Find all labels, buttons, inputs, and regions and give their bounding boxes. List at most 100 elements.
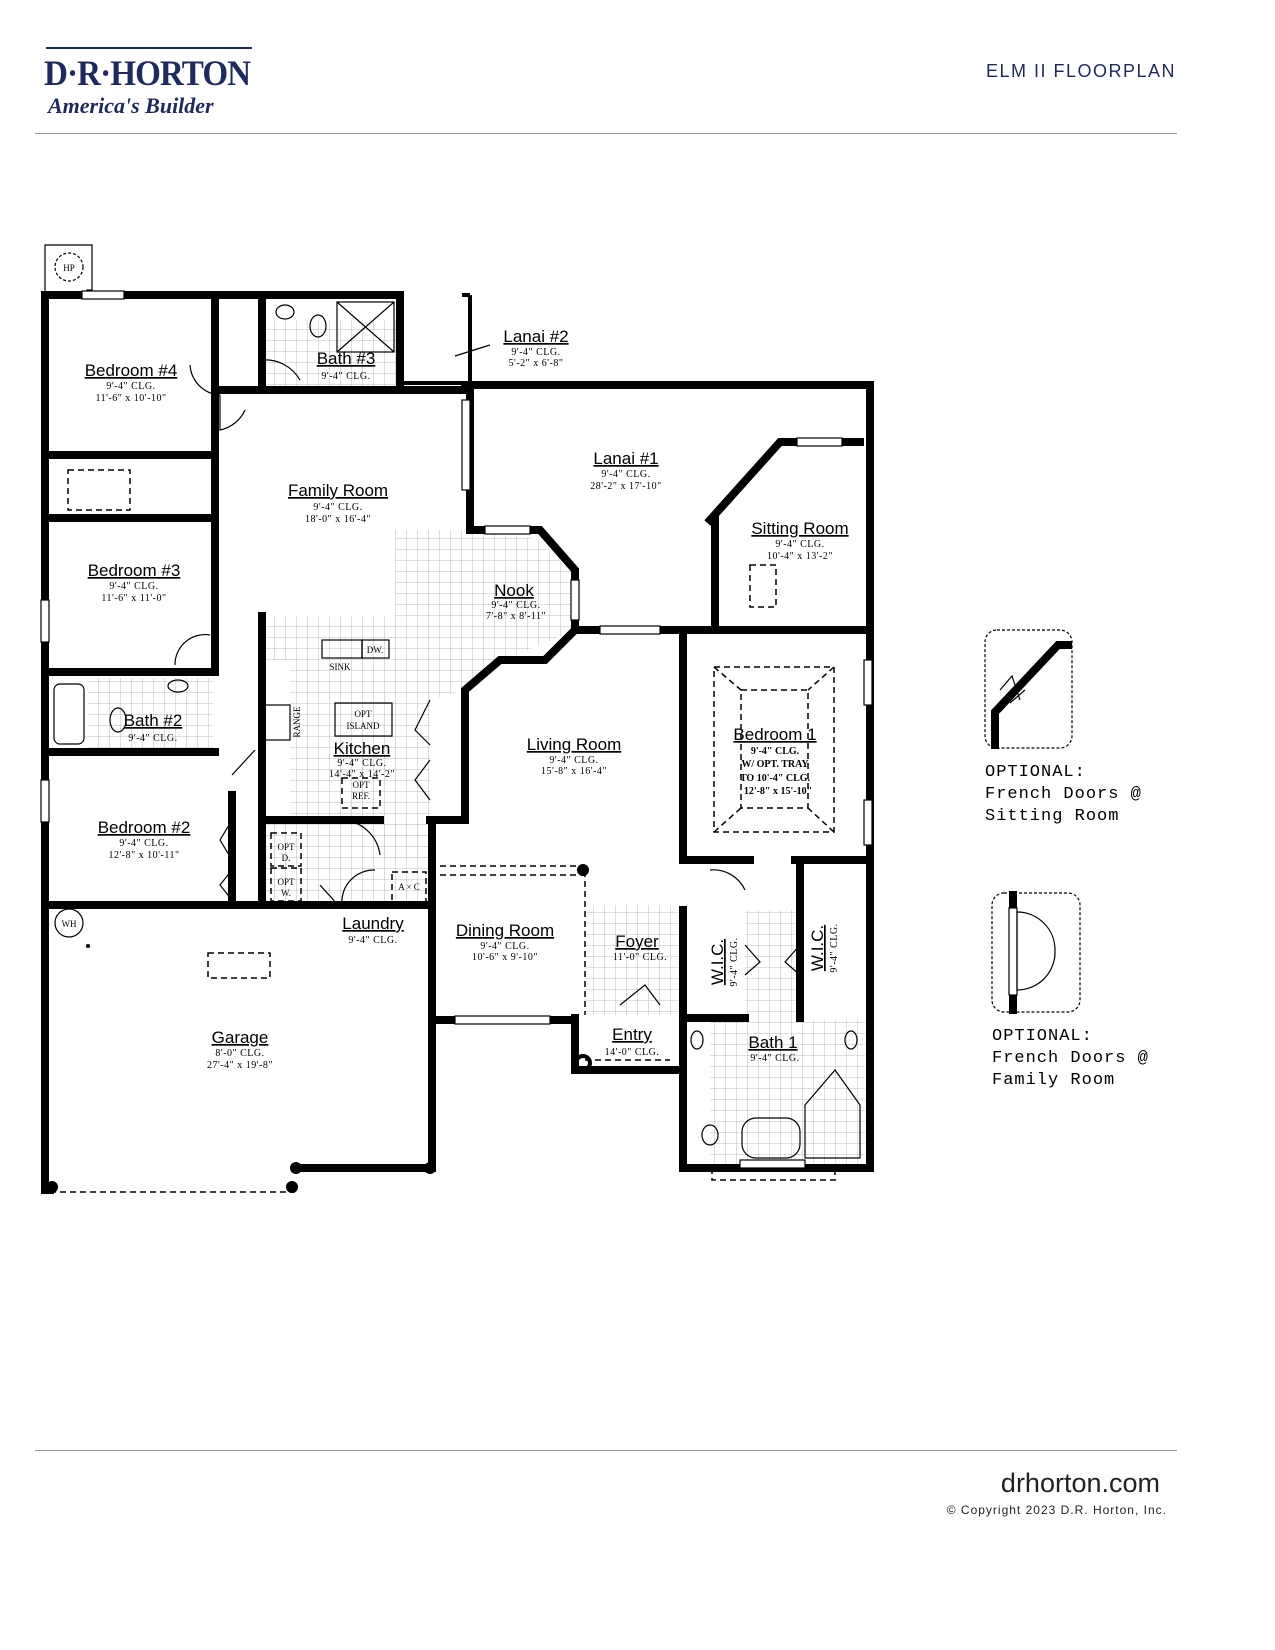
room-laundry: Laundry 9'-4" CLG. [342,914,404,946]
svg-text:9'-4" CLG.: 9'-4" CLG. [128,733,177,744]
svg-text:Sitting Room: Sitting Room [751,519,848,538]
svg-text:OPT: OPT [354,709,372,719]
svg-text:7'-8" x 8'-11": 7'-8" x 8'-11" [486,611,546,622]
svg-text:Entry: Entry [612,1025,652,1044]
svg-text:A × C: A × C [398,882,420,892]
svg-text:OPT: OPT [277,842,295,852]
svg-text:9'-4" CLG.: 9'-4" CLG. [829,923,840,972]
svg-text:W.I.C.: W.I.C. [808,925,827,971]
svg-text:SINK: SINK [329,662,351,672]
svg-text:REF.: REF. [352,791,370,801]
svg-text:9'-4" CLG.: 9'-4" CLG. [750,1053,799,1064]
svg-text:9'-4" CLG.: 9'-4" CLG. [775,539,824,550]
svg-text:RANGE: RANGE [292,706,302,738]
option-family-room-french-doors: OPTIONAL: French Doors @ Family Room [991,891,1149,1090]
room-wic-1: W.I.C. 9'-4" CLG. [708,937,740,986]
svg-text:9'-4" CLG.: 9'-4" CLG. [106,381,155,392]
room-garage: Garage 8'-0" CLG. 27'-4" x 19'-8" [207,1028,273,1071]
svg-text:9'-4" CLG.: 9'-4" CLG. [337,758,386,769]
svg-text:OPTIONAL:: OPTIONAL: [985,763,1086,782]
fixtures: SINK DW. RANGE OPT ISLAND OPT REF. OPT D… [46,301,861,1193]
doors [174,359,801,1006]
room-wic-2: W.I.C. 9'-4" CLG. [808,923,840,972]
room-living: Living Room 9'-4" CLG. 15'-8" x 16'-4" [527,735,622,777]
room-bedroom2: Bedroom #2 9'-4" CLG. 12'-8" x 10'-11" [98,818,191,861]
svg-text:9'-4" CLG.: 9'-4" CLG. [729,937,740,986]
svg-text:9'-4" CLG.: 9'-4" CLG. [511,347,560,358]
svg-text:French Doors @: French Doors @ [992,1049,1149,1068]
room-foyer: Foyer 11'-0" CLG. [613,932,667,963]
svg-text:ISLAND: ISLAND [347,721,380,731]
tile-floors [88,320,865,1165]
svg-text:Bedroom #3: Bedroom #3 [88,561,181,580]
svg-text:W.I.C.: W.I.C. [708,939,727,985]
svg-text:9'-4" CLG.: 9'-4" CLG. [109,581,158,592]
svg-text:Bedroom #4: Bedroom #4 [85,361,178,380]
header-divider [35,133,1177,134]
svg-text:Sitting Room: Sitting Room [985,807,1119,826]
svg-text:14'-0" CLG.: 14'-0" CLG. [605,1047,660,1058]
svg-text:11'-6" x 11'-0": 11'-6" x 11'-0" [101,593,166,604]
svg-text:Garage: Garage [212,1028,269,1047]
svg-text:9'-4" CLG.: 9'-4" CLG. [491,600,540,611]
svg-text:12'-8" x 10'-11": 12'-8" x 10'-11" [108,850,179,861]
svg-text:Foyer: Foyer [615,932,659,951]
svg-text:14'-4" x 14'-2": 14'-4" x 14'-2" [329,769,395,780]
svg-text:8'-0" CLG.: 8'-0" CLG. [215,1048,264,1059]
svg-text:Laundry: Laundry [342,914,404,933]
svg-text:Bedroom 1: Bedroom 1 [733,725,816,744]
room-lanai1: Lanai #1 9'-4" CLG. 28'-2" x 17'-10" [590,449,661,492]
svg-text:Bedroom #2: Bedroom #2 [98,818,191,837]
svg-text:Dining Room: Dining Room [456,921,554,940]
option-sitting-room-french-doors: OPTIONAL: French Doors @ Sitting Room [984,629,1142,826]
svg-text:WH: WH [62,919,77,929]
svg-text:Nook: Nook [494,581,534,600]
svg-text:DW.: DW. [367,645,383,655]
svg-text:5'-2" x 6'-8": 5'-2" x 6'-8" [509,358,564,369]
svg-text:28'-2" x 17'-10": 28'-2" x 17'-10" [590,481,661,492]
copyright: © Copyright 2023 D.R. Horton, Inc. [946,1503,1167,1517]
svg-text:11'-6" x 10'-10": 11'-6" x 10'-10" [95,393,166,404]
svg-text:9'-4" CLG.: 9'-4" CLG. [549,755,598,766]
room-bath3: Bath #3 9'-4" CLG. [317,349,376,382]
svg-text:Lanai #2: Lanai #2 [503,327,568,346]
svg-text:10'-4" x 13'-2": 10'-4" x 13'-2" [767,551,833,562]
svg-text:D.: D. [282,853,291,863]
svg-text:9'-4" CLG.: 9'-4" CLG. [480,941,529,952]
room-bedroom3: Bedroom #3 9'-4" CLG. 11'-6" x 11'-0" [88,561,181,604]
svg-text:W/ OPT. TRAY: W/ OPT. TRAY [741,759,809,770]
svg-text:OPT: OPT [277,877,295,887]
svg-text:Bath #3: Bath #3 [317,349,376,368]
svg-text:12'-8" x 15'-10": 12'-8" x 15'-10" [744,786,812,797]
room-family: Family Room 9'-4" CLG. 18'-0" x 16'-4" [288,481,388,525]
logo-rule [46,47,252,49]
room-bath1: Bath 1 9'-4" CLG. [748,1033,799,1064]
svg-text:TO 10'-4" CLG.: TO 10'-4" CLG. [740,773,811,784]
svg-text:W.: W. [281,888,291,898]
dashed-outlines [50,387,865,1193]
svg-text:11'-0" CLG.: 11'-0" CLG. [613,952,667,963]
room-nook: Nook 9'-4" CLG. 7'-8" x 8'-11" [486,581,546,622]
svg-text:Family Room: Family Room [992,1071,1115,1090]
svg-text:9'-4" CLG.: 9'-4" CLG. [348,935,397,946]
room-kitchen: Kitchen 9'-4" CLG. 14'-4" x 14'-2" [329,739,395,780]
svg-text:9'-4" CLG.: 9'-4" CLG. [321,371,370,382]
svg-text:Family Room: Family Room [288,481,388,500]
svg-text:OPT: OPT [352,780,370,790]
svg-text:Bath 1: Bath 1 [748,1033,797,1052]
website-link[interactable]: drhorton.com [1000,1468,1160,1498]
logo-tagline: America's Builder [48,93,214,118]
room-dining: Dining Room 9'-4" CLG. 10'-6" x 9'-10" [456,921,554,963]
logo: D·R·HORTON [44,53,251,93]
svg-text:10'-6" x 9'-10": 10'-6" x 9'-10" [472,952,538,963]
heat-pump: HP [44,244,93,295]
svg-text:Living Room: Living Room [527,735,622,754]
room-entry: Entry 14'-0" CLG. [605,1025,660,1058]
svg-text:27'-4" x 19'-8": 27'-4" x 19'-8" [207,1060,273,1071]
svg-text:Kitchen: Kitchen [334,739,391,758]
room-bedroom1: Bedroom 1 9'-4" CLG. W/ OPT. TRAY TO 10'… [733,725,816,797]
svg-text:French Doors @: French Doors @ [985,785,1142,804]
svg-text:OPTIONAL:: OPTIONAL: [992,1027,1093,1046]
room-bedroom4: Bedroom #4 9'-4" CLG. 11'-6" x 10'-10" [85,361,178,404]
room-bath2: Bath #2 9'-4" CLG. [124,711,183,744]
